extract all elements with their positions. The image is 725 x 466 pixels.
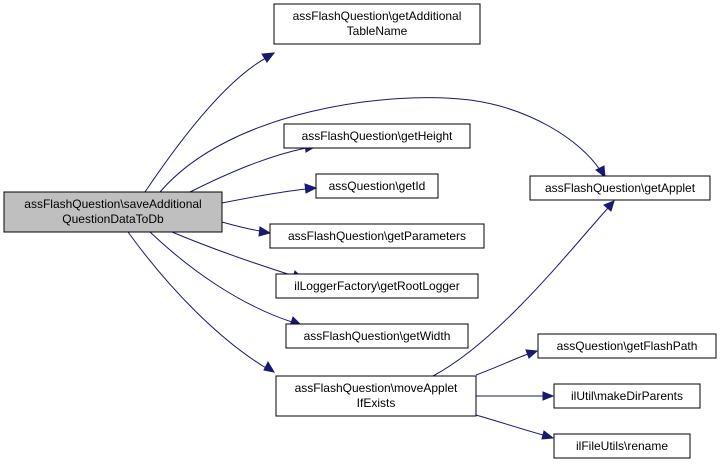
node-box	[553, 433, 691, 459]
node-box	[537, 333, 717, 359]
node-label-line2: QuestionDataToDb	[62, 212, 164, 226]
node-label-line2: IfExists	[357, 396, 396, 410]
node-box	[529, 175, 711, 201]
arrowhead	[541, 430, 555, 440]
edge-move-applet-to-rename	[475, 414, 544, 436]
node-move-applet-if-exists[interactable]: assFlashQuestion\moveApplet IfExists	[275, 375, 477, 417]
arrowhead	[603, 200, 615, 212]
edge-root-to-move-applet-if-exists	[127, 231, 267, 369]
node-rename[interactable]: ilFileUtils\rename	[553, 433, 691, 459]
node-box	[553, 383, 701, 409]
arrowhead	[263, 360, 276, 373]
node-label-line1: assFlashQuestion\saveAdditional	[24, 197, 201, 211]
node-get-root-logger[interactable]: ilLoggerFactory\getRootLogger	[275, 273, 479, 299]
node-label-line1: assFlashQuestion\moveApplet	[295, 381, 458, 395]
nodes: assFlashQuestion\saveAdditional Question…	[3, 3, 717, 459]
node-label: assQuestion\getId	[329, 179, 426, 193]
arrowhead	[258, 226, 272, 237]
node-box	[285, 323, 469, 349]
edge-root-to-get-width	[149, 231, 293, 323]
edge-root-to-get-root-logger	[171, 231, 295, 277]
edge-root-to-get-additional-table-name	[144, 57, 267, 193]
node-get-applet[interactable]: assFlashQuestion\getApplet	[529, 175, 711, 201]
node-label: ilLoggerFactory\getRootLogger	[294, 279, 459, 293]
arrowhead	[595, 165, 606, 179]
node-label: assFlashQuestion\getParameters	[288, 229, 466, 243]
node-label: ilUtil\makeDirParents	[571, 389, 683, 403]
node-box	[315, 173, 439, 199]
edge-root-to-get-parameters	[221, 221, 261, 232]
edge-move-applet-to-get-flash-path	[475, 353, 529, 376]
node-get-flash-path[interactable]: assQuestion\getFlashPath	[537, 333, 717, 359]
node-get-id[interactable]: assQuestion\getId	[315, 173, 439, 199]
node-box	[275, 375, 477, 417]
arrowhead	[542, 391, 555, 401]
node-get-additional-table-name[interactable]: assFlashQuestion\getAdditional TableName	[273, 3, 481, 45]
arrowhead	[525, 349, 539, 359]
edges	[127, 52, 615, 440]
node-label: ilFileUtils\rename	[576, 439, 668, 453]
node-label: assFlashQuestion\getWidth	[304, 329, 451, 343]
node-box	[283, 123, 471, 149]
edge-root-to-get-id	[221, 188, 307, 204]
node-make-dir-parents[interactable]: ilUtil\makeDirParents	[553, 383, 701, 409]
edge-root-to-get-height	[189, 147, 307, 193]
node-box	[275, 273, 479, 299]
node-box	[269, 223, 485, 249]
node-label: assFlashQuestion\getApplet	[545, 181, 696, 195]
node-get-parameters[interactable]: assFlashQuestion\getParameters	[269, 223, 485, 249]
edge-move-applet-to-get-applet	[432, 207, 609, 377]
node-label-line1: assFlashQuestion\getAdditional	[293, 9, 462, 23]
node-box	[273, 3, 481, 45]
node-get-height[interactable]: assFlashQuestion\getHeight	[283, 123, 471, 149]
node-box	[3, 191, 223, 233]
node-save-additional-question-data-to-db[interactable]: assFlashQuestion\saveAdditional Question…	[3, 191, 223, 233]
node-get-width[interactable]: assFlashQuestion\getWidth	[285, 323, 469, 349]
node-label-line2: TableName	[347, 24, 408, 38]
arrowhead	[261, 52, 276, 63]
node-label: assQuestion\getFlashPath	[557, 339, 698, 353]
node-label: assFlashQuestion\getHeight	[302, 129, 453, 143]
arrowhead	[304, 183, 318, 194]
edge-root-to-get-applet	[159, 97, 601, 193]
